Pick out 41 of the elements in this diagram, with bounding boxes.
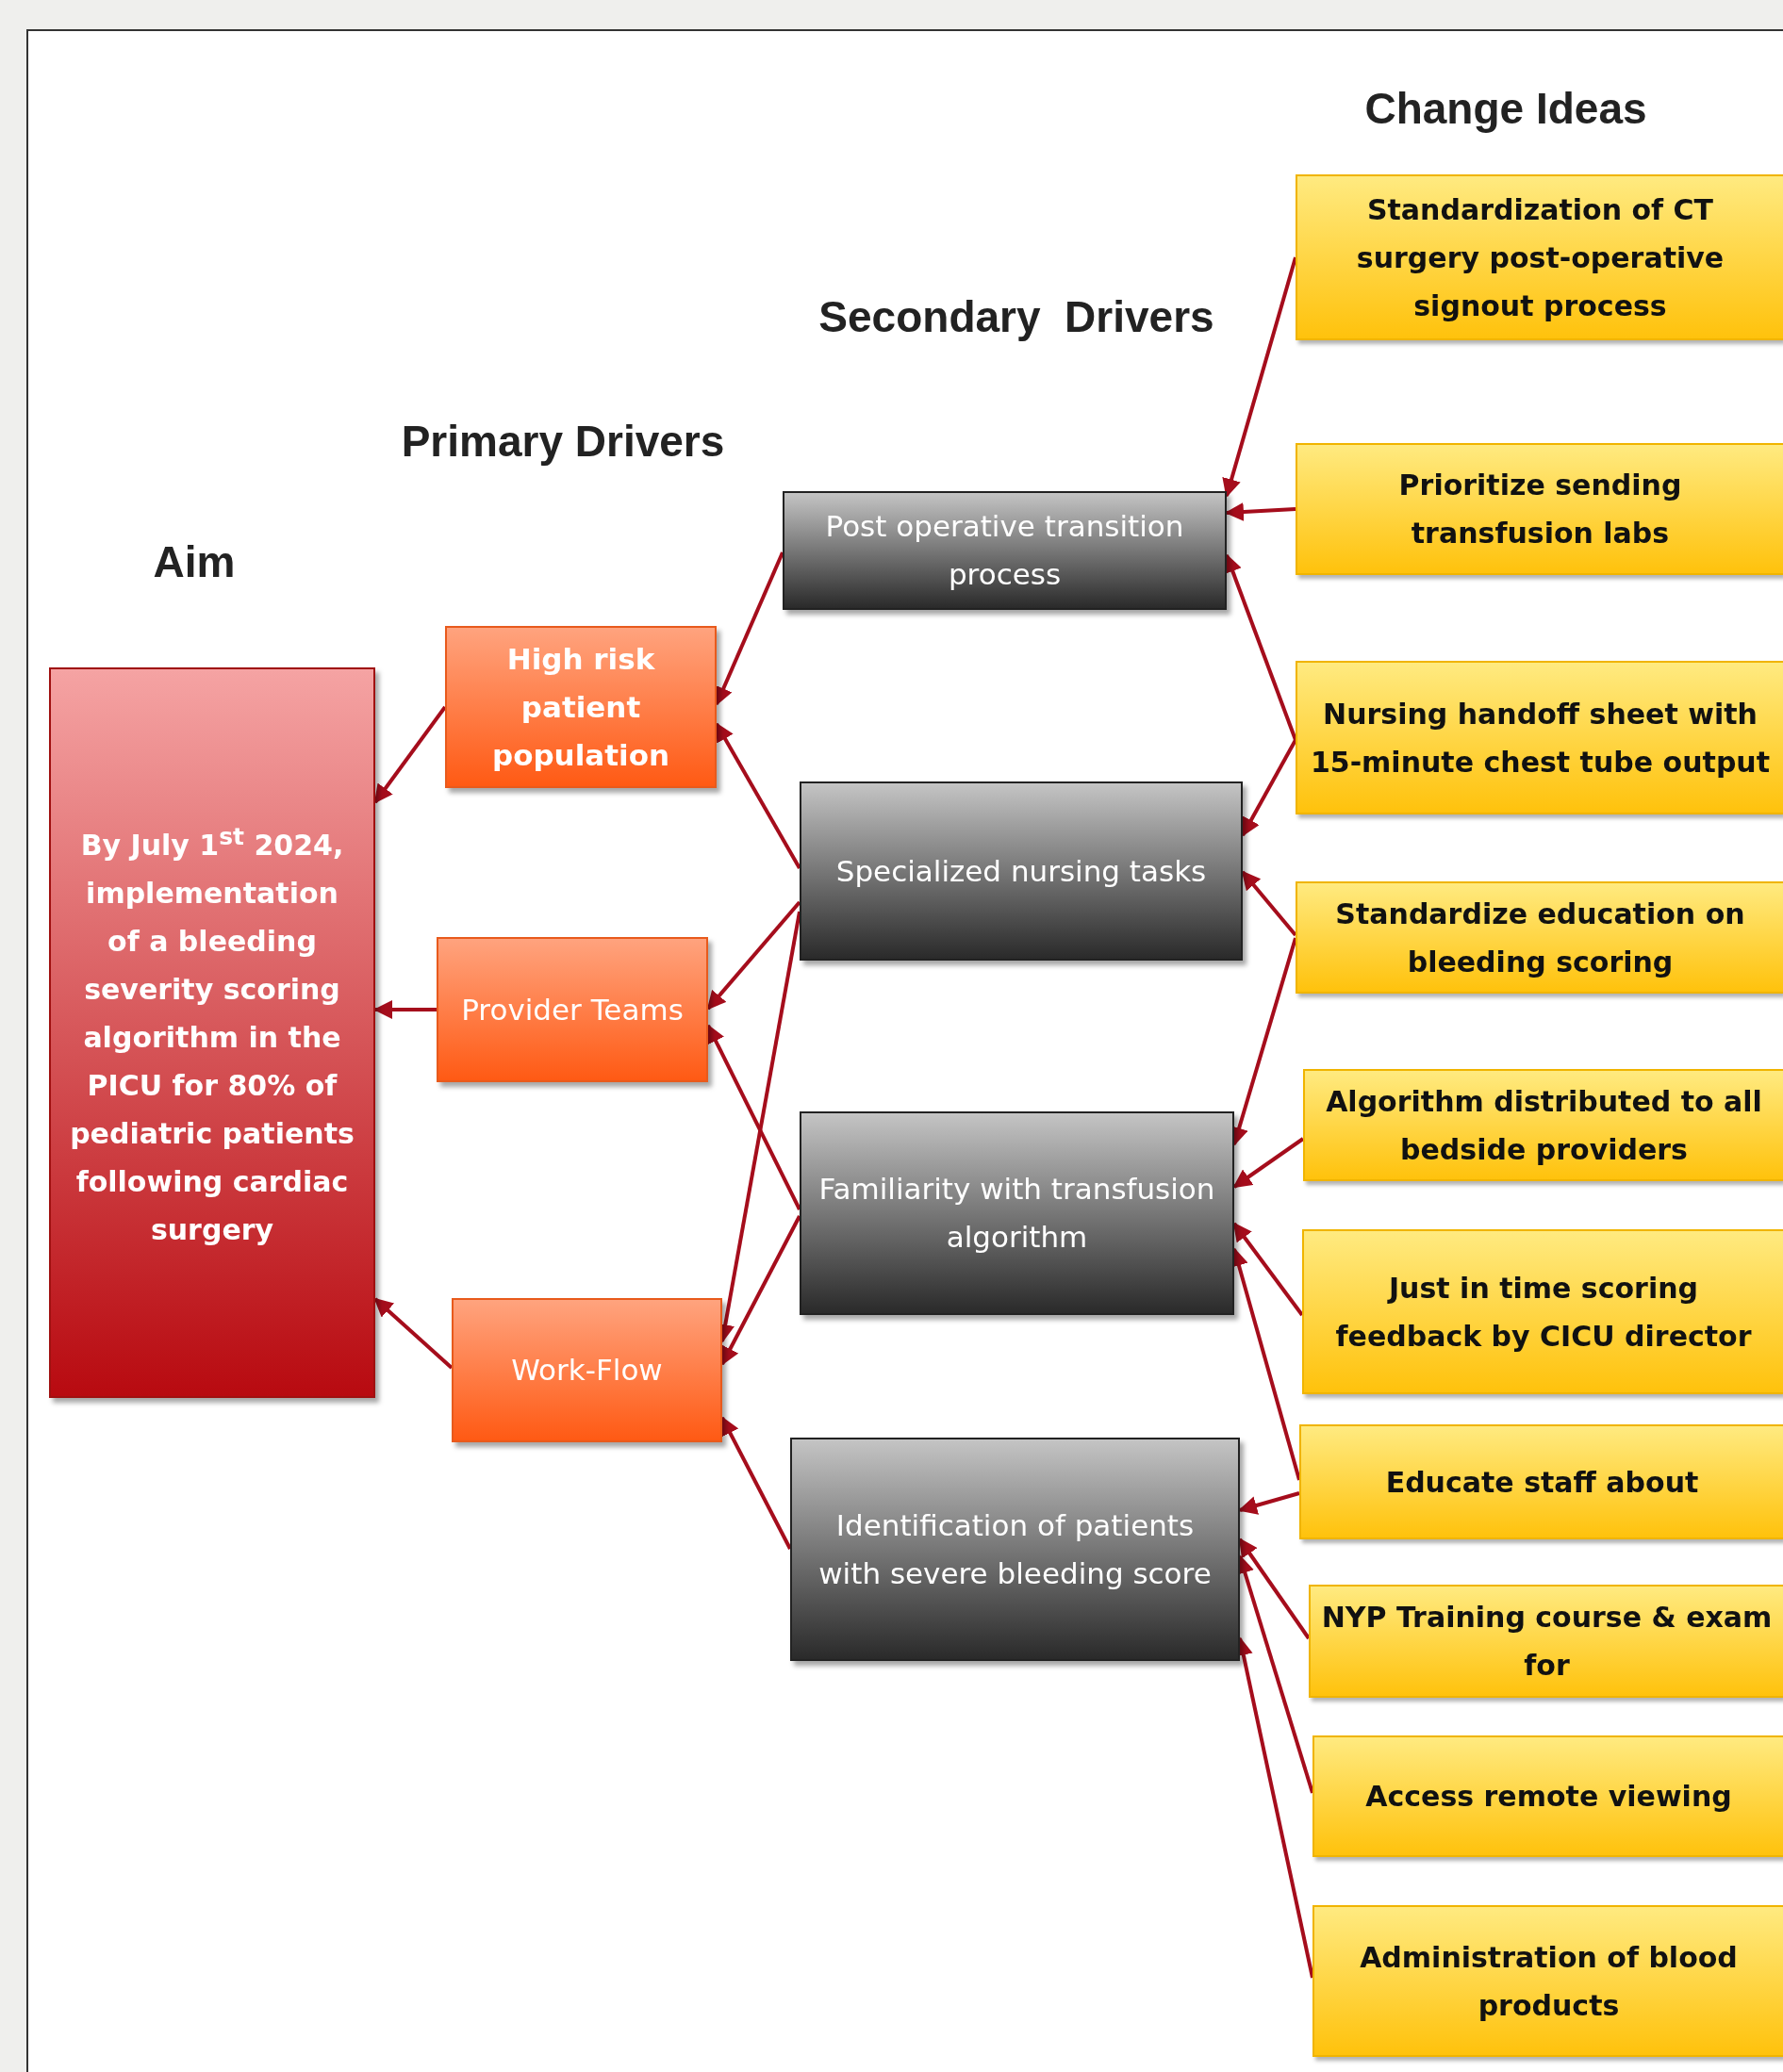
- change-idea-box: [1312, 1905, 1783, 2057]
- change-idea-box: [1303, 1069, 1783, 1181]
- change-idea-box: [1299, 1424, 1783, 1539]
- change-idea-text: Standardization of CT surgery post-operative signout process: [1355, 191, 1725, 324]
- secondary-driver-box: [800, 781, 1243, 961]
- secondary-driver-box: [783, 491, 1227, 610]
- change-idea-text: Just in time scoring feedback by CICU director: [1334, 1270, 1753, 1355]
- primary-driver-box: [445, 626, 717, 788]
- driver-text: Post operative transition process: [824, 508, 1185, 593]
- change-idea-text: Access remote viewing: [1365, 1779, 1732, 1815]
- driver-text: Familiarity with transfusion algorithm: [817, 1171, 1216, 1256]
- aim-text: By July 1$^{st}$ 2024, implementation of a bleeding severity scoring algorithm in the PICU for 80% of pediatric patients following cardiac surgery: [69, 821, 355, 1248]
- change-idea-text: Nursing handoff sheet with 15-minute chest tube output: [1309, 696, 1772, 781]
- secondary-driver-box: [790, 1438, 1240, 1661]
- change-idea-box: [1302, 1229, 1783, 1394]
- change-idea-box: [1296, 661, 1783, 814]
- driver-text: Provider Teams: [461, 991, 684, 1028]
- aim-box: [49, 667, 375, 1398]
- column-heading: Primary Drivers: [401, 416, 725, 467]
- change-idea-text: Prioritize sending transfusion labs: [1397, 468, 1683, 551]
- change-idea-text: Standardize education on bleeding scoring: [1334, 896, 1746, 980]
- change-idea-text: NYP Training course & exam for: [1320, 1600, 1774, 1684]
- driver-text: Specialized nursing tasks: [835, 852, 1207, 890]
- column-heading: Aim: [153, 536, 236, 587]
- driver-text: Identification of patients with severe bleeding score: [817, 1506, 1213, 1592]
- primary-driver-box: [452, 1298, 722, 1442]
- arrow: [1222, 256, 1297, 498]
- column-heading: Secondary Drivers: [818, 291, 1214, 342]
- column-heading: Change Ideas: [1364, 83, 1647, 134]
- change-idea-box: [1312, 1735, 1783, 1857]
- change-idea-box: [1309, 1585, 1783, 1698]
- change-idea-box: [1296, 174, 1783, 340]
- driver-text: High risk patient population: [490, 640, 671, 774]
- change-idea-box: [1296, 881, 1783, 994]
- change-idea-text: Administration of blood products: [1359, 1939, 1739, 2024]
- secondary-driver-box: [800, 1111, 1234, 1315]
- driver-text: Work-Flow: [511, 1352, 663, 1389]
- primary-driver-box: [437, 937, 708, 1082]
- change-idea-box: [1296, 443, 1783, 575]
- change-idea-text: Educate staff about: [1385, 1464, 1699, 1501]
- change-idea-text: Algorithm distributed to all bedside providers: [1325, 1083, 1763, 1168]
